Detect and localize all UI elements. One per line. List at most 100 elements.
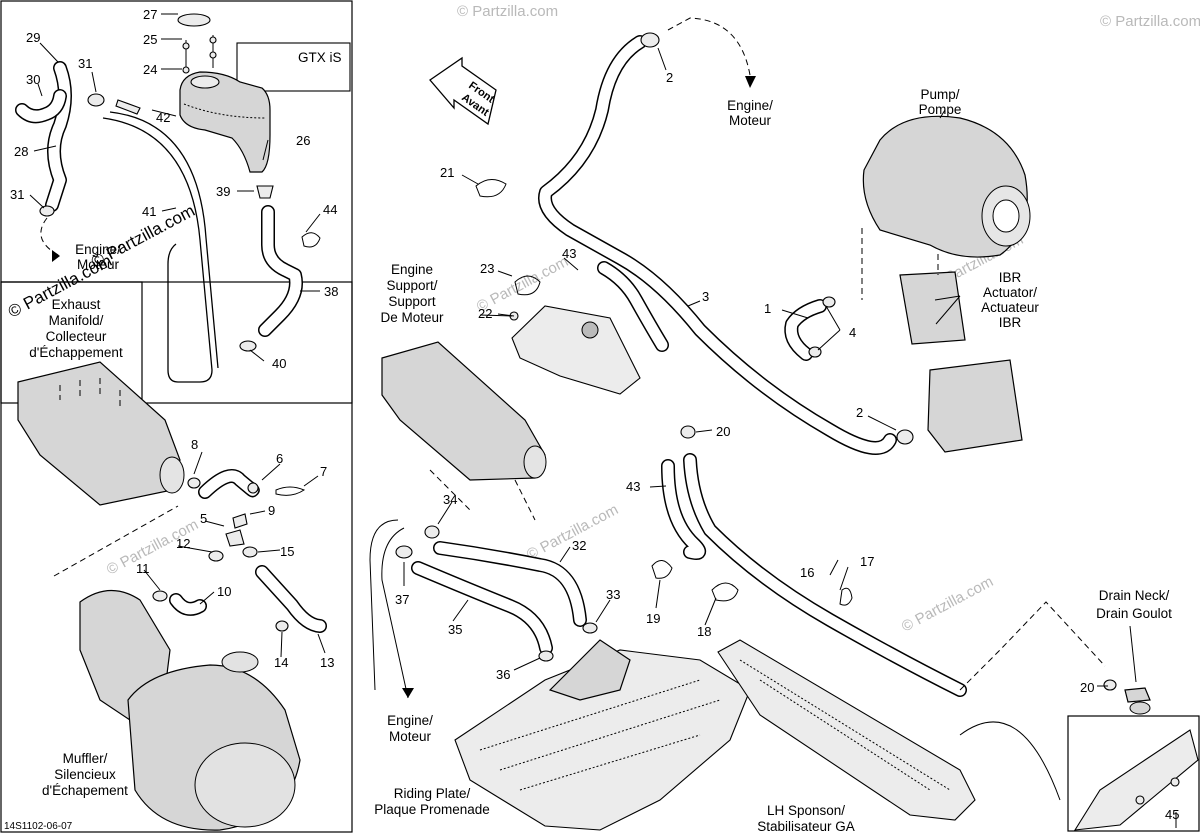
exhaust-label-b: Manifold/ <box>49 313 104 328</box>
expansion-reservoir <box>179 71 271 173</box>
lh-sponson <box>717 639 1199 831</box>
engine-label-3a: Engine/ <box>387 713 433 728</box>
clamp-2-ibr <box>896 429 914 445</box>
callout-42: 42 <box>156 110 170 125</box>
part-labels: GTX iS Engine/ Moteur Engine/ Moteur Pum… <box>4 50 1172 834</box>
callout-38: 38 <box>324 284 338 299</box>
ibr-label-a: IBR <box>999 270 1022 285</box>
engine-support-part <box>511 305 641 395</box>
ibr-label-c: Actuateur <box>981 300 1039 315</box>
callout-40: 40 <box>272 356 286 371</box>
center-hoses <box>475 32 914 455</box>
callout-12: 12 <box>176 536 190 551</box>
riding-plate-label-b: Plaque Promenade <box>374 802 490 817</box>
sponson-label-a: LH Sponson/ <box>767 803 845 818</box>
callout-15: 15 <box>280 544 294 559</box>
callout-18: 18 <box>697 624 711 639</box>
pump-label-b: Pompe <box>919 102 962 117</box>
callout-27: 27 <box>143 7 157 22</box>
callout-19: 19 <box>646 611 660 626</box>
riding-plate <box>454 639 751 831</box>
callout-31-top: 31 <box>78 56 92 71</box>
callout-23: 23 <box>480 261 494 276</box>
muffler-label-c: d'Échapement <box>42 783 128 798</box>
callout-33: 33 <box>606 587 620 602</box>
callout-16: 16 <box>800 565 814 580</box>
ibr-housing <box>927 359 1023 453</box>
callout-43-low: 43 <box>626 479 640 494</box>
callout-17: 17 <box>860 554 874 569</box>
reservoir-group <box>15 13 321 383</box>
clamp-2-top <box>640 32 660 48</box>
watermark-top-right: © Partzilla.com <box>1100 13 1200 30</box>
callout-6: 6 <box>276 451 283 466</box>
callout-31-low: 31 <box>10 187 24 202</box>
exhaust-label-c: Collecteur <box>46 329 107 344</box>
muffler-label-b: Silencieux <box>54 767 116 782</box>
exhaust-manifold-left <box>17 361 185 506</box>
callout-36: 36 <box>496 667 510 682</box>
watermark-right: © Partzilla.com <box>899 573 996 635</box>
callout-25: 25 <box>143 32 157 47</box>
engine-support-label-b: Support/ <box>386 278 437 293</box>
callout-30: 30 <box>26 72 40 87</box>
ibr-actuator <box>899 271 966 345</box>
reservoir-cap <box>177 13 211 27</box>
callout-34: 34 <box>443 492 457 507</box>
callout-1: 1 <box>764 301 771 316</box>
callout-20-drain: 20 <box>1080 680 1094 695</box>
callout-13: 13 <box>320 655 334 670</box>
muffler-group <box>53 469 327 831</box>
ibr-label-d: IBR <box>999 315 1022 330</box>
callout-29: 29 <box>26 30 40 45</box>
leader-lines <box>29 13 1177 828</box>
callout-2-top: 2 <box>666 70 673 85</box>
ibr-label-b: Actuator/ <box>983 285 1037 300</box>
callout-43-top: 43 <box>562 246 576 261</box>
muffler-label-a: Muffler/ <box>63 751 108 766</box>
drain-label-b: Drain Goulot <box>1096 606 1172 621</box>
callout-4: 4 <box>849 325 856 340</box>
drain-label-a: Drain Neck/ <box>1099 588 1170 603</box>
callout-10: 10 <box>217 584 231 599</box>
callout-21: 21 <box>440 165 454 180</box>
callout-22: 22 <box>478 306 492 321</box>
callout-32: 32 <box>572 538 586 553</box>
engine-support-label-a: Engine <box>391 262 433 277</box>
exhaust-label-d: d'Échappement <box>29 345 123 360</box>
engine-label-1b: Moteur <box>77 257 120 272</box>
engine-label-2a: Engine/ <box>727 98 773 113</box>
drawing-code: 14S1102-06-07 <box>4 821 73 832</box>
callout-8: 8 <box>191 437 198 452</box>
callout-28: 28 <box>14 144 28 159</box>
callout-39: 39 <box>216 184 230 199</box>
engine-support-label-c: Support <box>388 294 436 309</box>
callout-9: 9 <box>268 503 275 518</box>
exhaust-manifold-center <box>381 341 547 521</box>
callout-20-center: 20 <box>716 424 730 439</box>
callout-35: 35 <box>448 622 462 637</box>
front-arrow: Front Avant <box>429 56 497 126</box>
callout-numbers: 27 25 24 29 30 31 42 28 26 39 31 41 44 3… <box>10 7 1179 822</box>
callout-26: 26 <box>296 133 310 148</box>
callout-45: 45 <box>1165 807 1179 822</box>
callout-41: 41 <box>142 204 156 219</box>
callout-11: 11 <box>136 561 150 576</box>
watermark-top: © Partzilla.com <box>457 3 558 20</box>
callout-3: 3 <box>702 289 709 304</box>
gtx-is-label: GTX iS <box>298 50 342 65</box>
callout-5: 5 <box>200 511 207 526</box>
callout-37: 37 <box>395 592 409 607</box>
engine-label-2b: Moteur <box>729 113 772 128</box>
callout-2-ibr: 2 <box>856 405 863 420</box>
pump-ibr-group <box>861 115 1031 453</box>
engine-support-label-d: De Moteur <box>380 310 444 325</box>
pump-label-a: Pump/ <box>920 87 959 102</box>
callout-14: 14 <box>274 655 288 670</box>
sponson-label-b: Stabilisateur GA <box>757 819 855 833</box>
engine-label-3b: Moteur <box>389 729 432 744</box>
callout-7: 7 <box>320 464 327 479</box>
riding-plate-label-a: Riding Plate/ <box>394 786 471 801</box>
